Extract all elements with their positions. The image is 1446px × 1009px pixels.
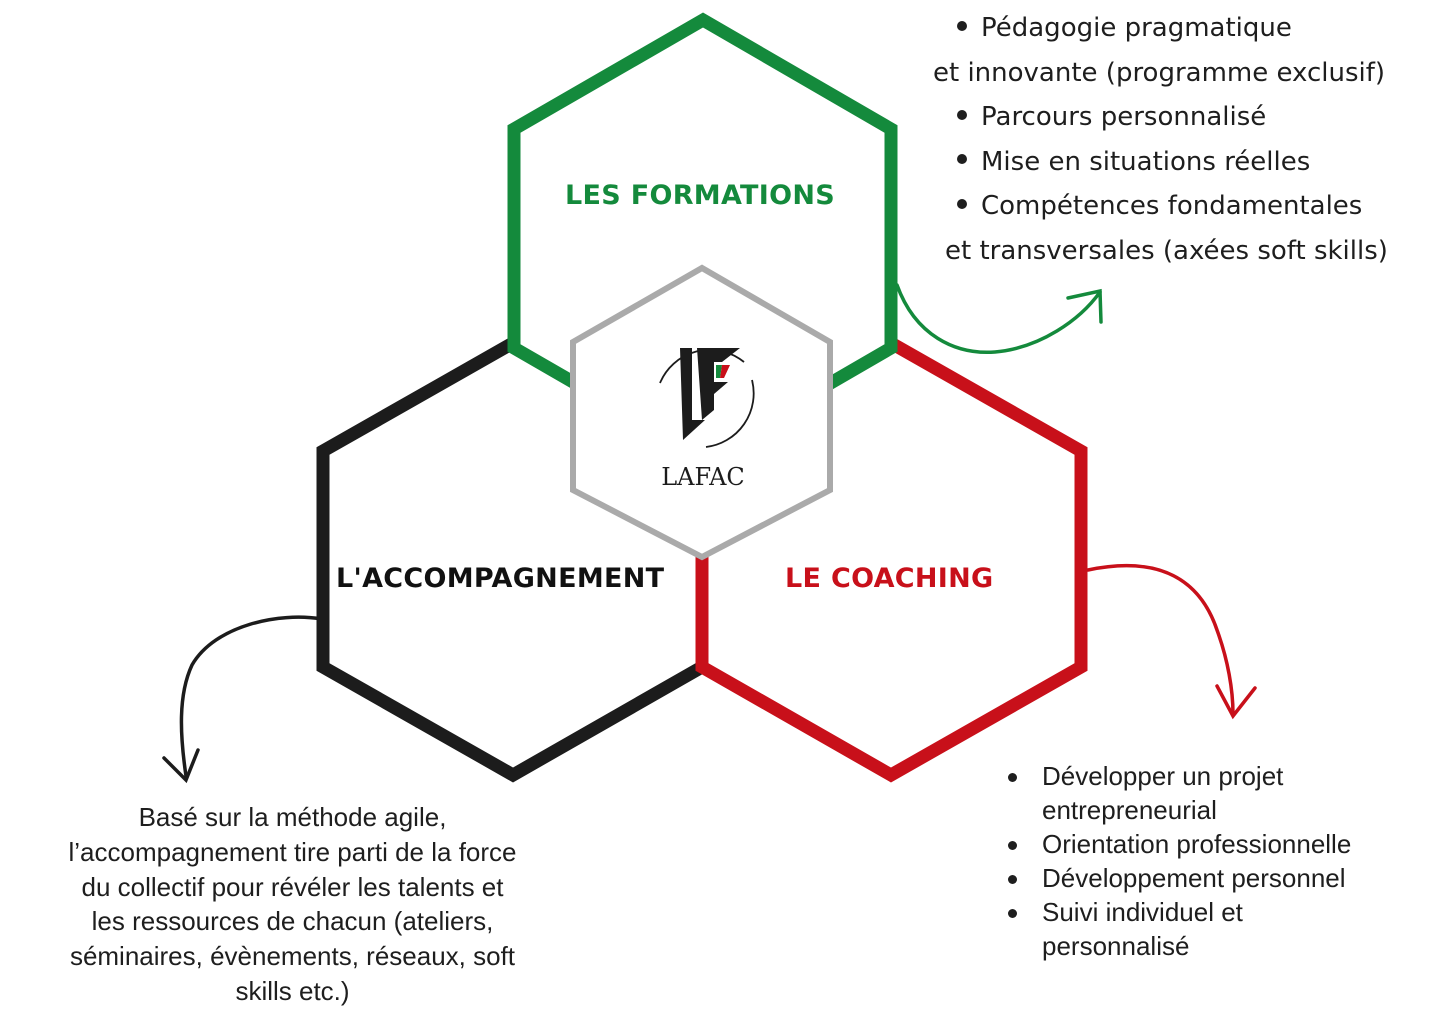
coaching-list-text: Développer un projet <box>1042 761 1284 791</box>
formations-list-item: et transversales (axées soft skills) <box>945 229 1445 274</box>
accompagnement-text-line: skills etc.) <box>235 975 350 1006</box>
accompagnement-text-line: Basé sur la méthode agile, <box>138 802 447 832</box>
coaching-list-text: Développement personnel <box>1042 863 1346 893</box>
formations-list-item: Mise en situations réelles <box>925 140 1445 185</box>
coaching-list-item: Développement personnel <box>1004 861 1444 895</box>
formations-list-item: Compétences fondamentales <box>925 184 1445 229</box>
lafac-logo-icon: LAFAC <box>659 348 755 491</box>
coaching-list-item: Développer un projet entrepreneurial <box>1004 759 1444 827</box>
accompagnement-title: L'ACCOMPAGNEMENT <box>336 563 665 594</box>
bullet-icon <box>957 154 967 164</box>
accompagnement-text-line: du collectif pour révéler les talents et <box>81 871 504 902</box>
coaching-list-text: Suivi individuel et <box>1042 897 1243 927</box>
accompagnement-description: Basé sur la méthode agile, l’accompagneme… <box>0 800 585 1009</box>
coaching-list-text: Orientation professionnelle <box>1042 829 1352 859</box>
coaching-list-text: entrepreneurial <box>1042 795 1217 825</box>
formations-list-item: Parcours personnalisé <box>925 95 1445 140</box>
accompagnement-arrow-icon <box>162 615 323 784</box>
formations-arrow-icon <box>895 283 1103 355</box>
coaching-list-item: Suivi individuel et personnalisé <box>1004 895 1444 963</box>
formations-list: Pédagogie pragmatique et innovante (progr… <box>925 6 1445 273</box>
formations-list-item: et innovante (programme exclusif) <box>933 51 1445 96</box>
formations-list-item: Pédagogie pragmatique <box>925 6 1445 51</box>
formations-list-text: et transversales (axées soft skills) <box>945 235 1388 266</box>
formations-list-text: Parcours personnalisé <box>981 102 1267 132</box>
coaching-arrow-icon <box>1086 563 1257 720</box>
coaching-list-text: personnalisé <box>1042 931 1190 961</box>
accompagnement-text-line: les ressources de chacun (ateliers, <box>91 906 494 937</box>
coaching-list-item: Orientation professionnelle <box>1004 827 1444 861</box>
formations-title: LES FORMATIONS <box>565 180 836 211</box>
bullet-icon <box>957 109 967 120</box>
formations-list-text: et innovante (programme exclusif) <box>933 57 1386 88</box>
bullet-icon <box>957 20 967 31</box>
formations-list-text: Mise en situations réelles <box>981 146 1311 177</box>
coaching-title: LE COACHING <box>785 563 994 594</box>
formations-list-text: Compétences fondamentales <box>981 191 1363 221</box>
formations-list-text: Pédagogie pragmatique <box>981 13 1292 43</box>
bullet-icon <box>957 198 967 209</box>
accompagnement-text-line: l’accompagnement tire parti de la force <box>68 836 517 867</box>
logo-text: LAFAC <box>661 463 745 491</box>
accompagnement-text-line: séminaires, évènements, réseaux, soft <box>69 941 516 972</box>
